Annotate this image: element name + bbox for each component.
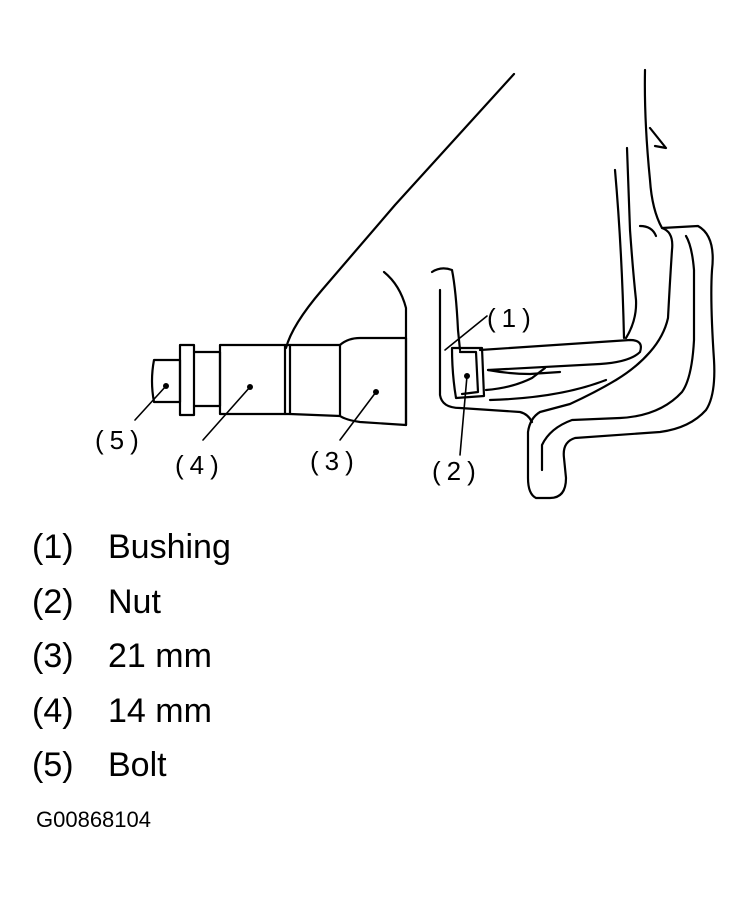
- legend-number: (2): [32, 582, 74, 621]
- leader-line-5: [134, 385, 167, 421]
- legend-number: (5): [32, 746, 74, 784]
- leader-line-4: [202, 386, 251, 441]
- figure-code: G00868104: [36, 807, 151, 832]
- legend-number: (3): [32, 637, 74, 675]
- legend-label: 14 mm: [108, 691, 212, 730]
- callout-3: (3): [310, 446, 360, 476]
- leader-line-3: [339, 391, 377, 441]
- callout-2: (2): [432, 456, 482, 486]
- legend-label: Bushing: [108, 528, 231, 566]
- leader-dot-2: [464, 373, 470, 379]
- legend-label: Bolt: [108, 746, 167, 784]
- callout-1: (1): [487, 303, 537, 333]
- legend-label: Nut: [108, 582, 161, 621]
- callout-4: (4): [175, 450, 225, 480]
- legend-row-14mm: (4) 14 mm: [32, 684, 732, 739]
- callout-5: (5): [95, 425, 145, 455]
- bracket-body: [430, 68, 716, 500]
- bushing-tool-illustration: (1) (2) (3) (4) (5): [95, 68, 716, 500]
- legend-number: (4): [32, 691, 74, 730]
- legend-number: (1): [32, 528, 74, 566]
- leader-dot-4: [247, 384, 253, 390]
- legend-row-bolt: (5) Bolt: [32, 738, 732, 793]
- leader-dots: [163, 373, 470, 395]
- leader-line-2: [459, 375, 468, 456]
- tool-shaft: [150, 336, 486, 427]
- leader-dot-3: [373, 389, 379, 395]
- legend-row-bushing: (1) Bushing: [32, 520, 732, 575]
- legend-label: 21 mm: [108, 637, 212, 675]
- lever-bar: [284, 72, 516, 427]
- legend-row-nut: (2) Nut: [32, 575, 732, 630]
- legend-row-21mm: (3) 21 mm: [32, 629, 732, 684]
- leader-line-1: [444, 315, 488, 351]
- leader-lines: [134, 315, 488, 456]
- leader-dot-5: [163, 383, 169, 389]
- legend: (1) Bushing (2) Nut (3) 21 mm (4) 14 mm …: [32, 520, 732, 793]
